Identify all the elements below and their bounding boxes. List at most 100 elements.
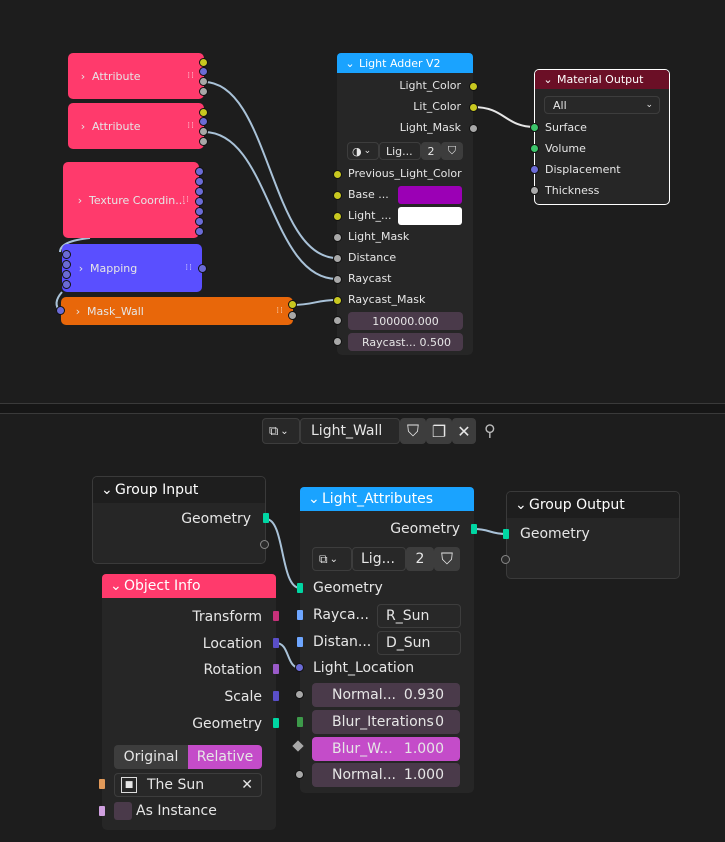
- socket-in[interactable]: [62, 260, 71, 269]
- socket-out[interactable]: [195, 177, 204, 186]
- socket-out[interactable]: [195, 187, 204, 196]
- as-instance-checkbox[interactable]: [114, 802, 132, 820]
- group-input-node[interactable]: ⌄ Group Input Geometry: [92, 476, 266, 564]
- fake-user-button[interactable]: ⛉: [434, 547, 460, 571]
- collapse-chevron-icon[interactable]: ⌄: [515, 497, 527, 513]
- node-group-icon-dropdown[interactable]: ◑⌄: [347, 142, 379, 160]
- socket-in[interactable]: [297, 610, 303, 620]
- light-attributes-node[interactable]: ⌄ Light_Attributes Geometry ⧉⌄ Lig... 2 …: [300, 487, 474, 793]
- clear-icon[interactable]: ✕: [241, 777, 253, 793]
- area-divider[interactable]: [0, 403, 725, 414]
- node-group-name-field[interactable]: Light_Wall: [300, 418, 400, 444]
- socket-in[interactable]: [56, 306, 65, 315]
- attribute-node-2[interactable]: › Attribute ⁞⁞: [68, 103, 204, 149]
- user-count[interactable]: 2: [406, 547, 434, 571]
- socket-in-virtual[interactable]: [501, 555, 510, 564]
- object-info-header[interactable]: ⌄ Object Info: [102, 574, 276, 598]
- socket-in[interactable]: [333, 191, 342, 200]
- collapse-chevron-icon[interactable]: ⌄: [308, 491, 320, 507]
- socket-in[interactable]: [333, 170, 342, 179]
- light-adder-header[interactable]: ⌄ Light Adder V2: [337, 53, 473, 73]
- socket-out[interactable]: [469, 82, 478, 91]
- socket-in[interactable]: [297, 717, 303, 727]
- socket-out[interactable]: [195, 227, 204, 236]
- socket-out[interactable]: [199, 77, 208, 86]
- socket-out[interactable]: [198, 264, 207, 273]
- socket-out[interactable]: [195, 207, 204, 216]
- socket-out[interactable]: [199, 58, 208, 67]
- socket-out[interactable]: [199, 137, 208, 146]
- duplicate-button[interactable]: ❐: [426, 418, 452, 444]
- socket-in[interactable]: [530, 186, 539, 195]
- socket-out-virtual[interactable]: [260, 540, 269, 549]
- socket-in[interactable]: [295, 690, 304, 699]
- socket-in[interactable]: [333, 233, 342, 242]
- socket-in[interactable]: [530, 123, 539, 132]
- material-output-header[interactable]: ⌄ Material Output: [535, 70, 669, 89]
- mode-relative-button[interactable]: Relative: [188, 745, 262, 769]
- socket-in[interactable]: [333, 296, 342, 305]
- socket-out[interactable]: [199, 67, 208, 76]
- value-field[interactable]: 100000.000: [348, 312, 463, 330]
- socket-out[interactable]: [288, 311, 297, 320]
- fake-user-button[interactable]: ⛉: [400, 418, 426, 444]
- socket-in[interactable]: [503, 529, 509, 539]
- light-adder-node[interactable]: ⌄ Light Adder V2 Light_Color Lit_Color L…: [337, 53, 473, 355]
- socket-out[interactable]: [199, 108, 208, 117]
- light-color-swatch[interactable]: [398, 207, 462, 225]
- object-field[interactable]: ■The Sun✕: [114, 773, 262, 797]
- socket-in[interactable]: [333, 337, 342, 346]
- socket-out[interactable]: [469, 103, 478, 112]
- socket-in[interactable]: [295, 770, 304, 779]
- base-color-swatch[interactable]: [398, 186, 462, 204]
- socket-in[interactable]: [530, 144, 539, 153]
- node-group-name-field[interactable]: Lig...: [379, 142, 421, 160]
- material-output-node[interactable]: ⌄ Material Output All⌄ Surface Volume Di…: [534, 69, 670, 205]
- group-output-node[interactable]: ⌄ Group Output Geometry: [506, 491, 680, 579]
- socket-in[interactable]: [99, 779, 105, 789]
- collapse-chevron-icon[interactable]: ⌄: [101, 482, 113, 498]
- raycast-attribute-field[interactable]: R_Sun: [377, 604, 461, 628]
- socket-out[interactable]: [273, 638, 279, 648]
- socket-out[interactable]: [469, 124, 478, 133]
- node-group-icon-dropdown[interactable]: ⧉⌄: [312, 547, 352, 571]
- socket-out[interactable]: [273, 664, 279, 674]
- socket-in[interactable]: [530, 165, 539, 174]
- socket-out[interactable]: [199, 117, 208, 126]
- socket-out[interactable]: [195, 197, 204, 206]
- light-attributes-header[interactable]: ⌄ Light_Attributes: [300, 487, 474, 511]
- socket-out[interactable]: [273, 718, 279, 728]
- socket-in[interactable]: [295, 663, 304, 672]
- pin-icon[interactable]: ⚲: [484, 421, 496, 440]
- group-output-header[interactable]: ⌄ Group Output: [507, 492, 679, 518]
- object-info-node[interactable]: ⌄ Object Info Transform Location Rotatio…: [102, 574, 276, 830]
- socket-out[interactable]: [288, 300, 297, 309]
- socket-in[interactable]: [297, 637, 303, 647]
- fake-user-button[interactable]: ⛉: [441, 142, 463, 160]
- socket-in[interactable]: [333, 275, 342, 284]
- node-tree-type-dropdown[interactable]: ⧉⌄: [262, 418, 300, 444]
- distance-attribute-field[interactable]: D_Sun: [377, 631, 461, 655]
- normal-factor-field[interactable]: Normal...0.930: [312, 683, 460, 707]
- group-input-header[interactable]: ⌄ Group Input: [93, 477, 265, 503]
- collapse-chevron-icon[interactable]: ⌄: [110, 578, 122, 594]
- expand-chevron-icon[interactable]: ›: [75, 304, 81, 318]
- node-group-name-field[interactable]: Lig...: [352, 547, 406, 571]
- socket-out[interactable]: [195, 217, 204, 226]
- normal-factor-2-field[interactable]: Normal...1.000: [312, 763, 460, 787]
- socket-in[interactable]: [333, 254, 342, 263]
- socket-out[interactable]: [199, 87, 208, 96]
- mask-wall-node[interactable]: › Mask_Wall ⁞⁞: [61, 297, 293, 325]
- attribute-node-1[interactable]: › Attribute ⁞⁞: [68, 53, 204, 99]
- mode-original-button[interactable]: Original: [114, 745, 188, 769]
- collapse-chevron-icon[interactable]: ⌄: [543, 73, 553, 86]
- unlink-button[interactable]: ✕: [452, 418, 476, 444]
- socket-in[interactable]: [333, 212, 342, 221]
- expand-chevron-icon[interactable]: ›: [80, 119, 86, 133]
- socket-out[interactable]: [273, 611, 279, 621]
- socket-out[interactable]: [263, 513, 269, 523]
- socket-in[interactable]: [62, 270, 71, 279]
- socket-in[interactable]: [297, 583, 303, 593]
- socket-in[interactable]: [333, 316, 342, 325]
